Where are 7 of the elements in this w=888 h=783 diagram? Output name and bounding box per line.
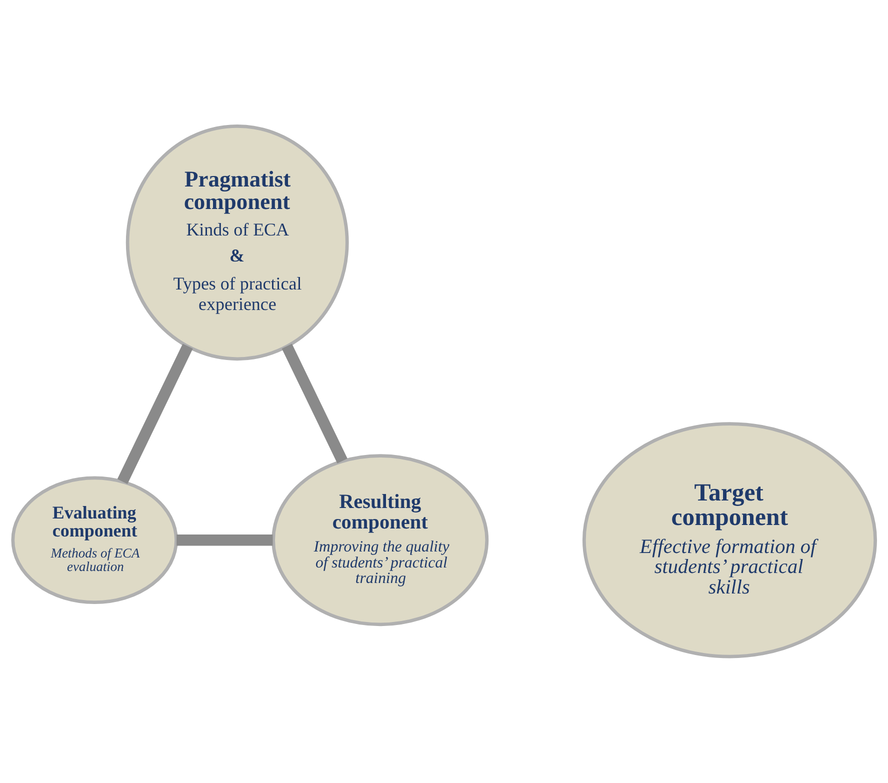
node-ellipse: Evaluating component Methods of ECA evaluation — [11, 476, 178, 604]
connector — [282, 344, 348, 464]
node-ellipse: Resulting component Improving the quality of students’ practical training — [272, 454, 489, 626]
node-circle: Pragmatist component Kinds of ECA & Types of practical experience — [126, 124, 349, 361]
node-ellipse: Target component Effective formation of students’ practical skills — [582, 422, 877, 658]
connector — [176, 534, 273, 546]
connector — [117, 344, 193, 484]
